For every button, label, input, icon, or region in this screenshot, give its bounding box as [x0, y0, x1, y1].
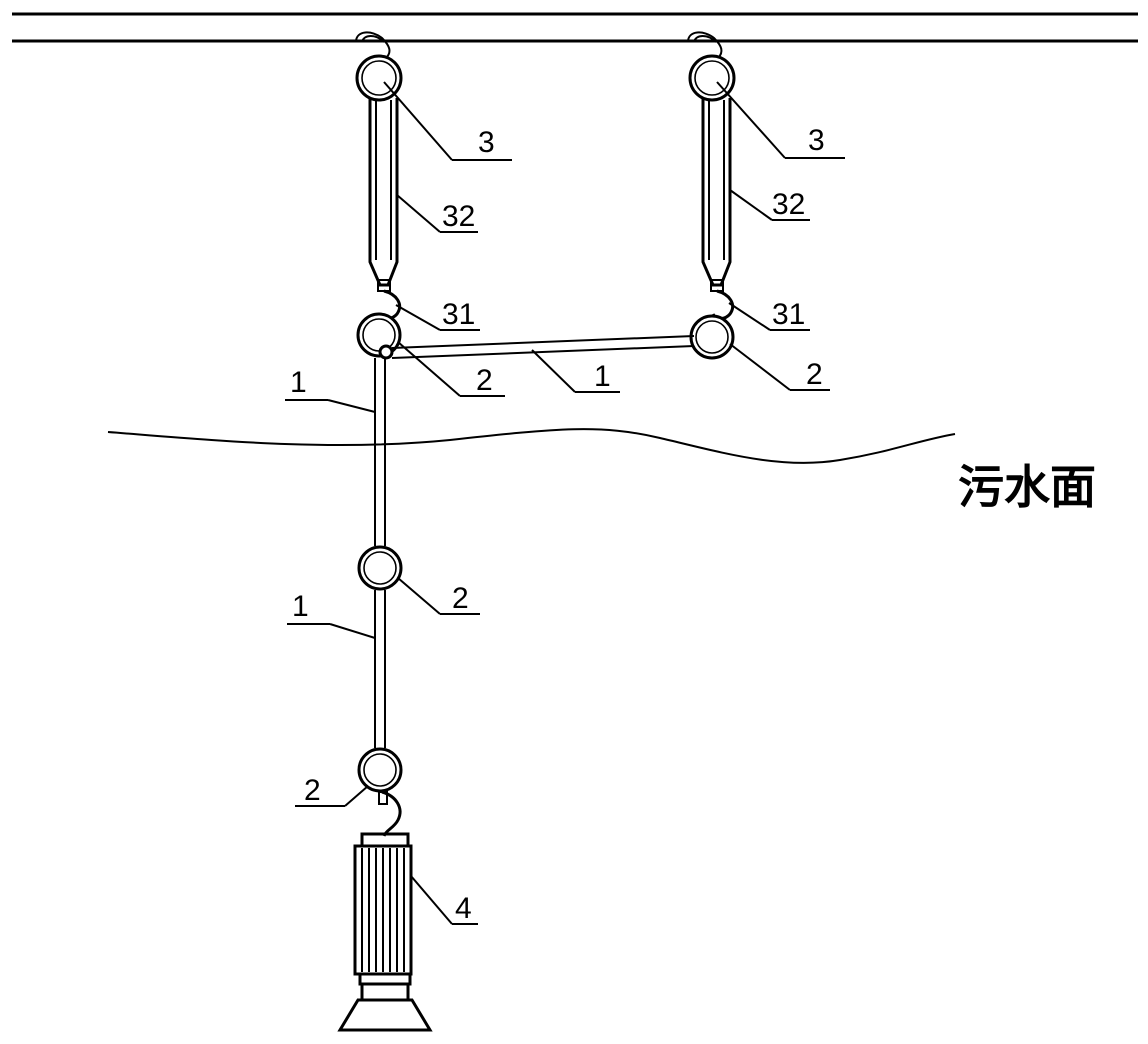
ring-top-right [689, 314, 735, 360]
right-hoist-hook [711, 289, 735, 320]
label-hoist-right: 32 [772, 188, 805, 221]
ring-bottom [357, 747, 403, 793]
left-hoist-assembly [355, 31, 403, 360]
label-ring-bottom: 2 [304, 774, 321, 807]
label-ring-middle: 2 [452, 582, 469, 615]
water-surface-label: 污水面 [958, 460, 1096, 514]
label-chain-horizontal: 1 [594, 360, 611, 393]
label-hook-pulley-left: 3 [478, 126, 495, 159]
left-hoist-body [368, 98, 399, 287]
label-pump: 4 [455, 892, 472, 925]
chain-upper-vertical [374, 358, 386, 546]
chain-joint [378, 344, 394, 360]
chain-lower-vertical [374, 590, 386, 748]
label-hook-pulley-right: 3 [808, 124, 825, 157]
right-rail-hook [687, 31, 723, 59]
label-hoist-left: 32 [442, 200, 475, 233]
left-rail-hook [355, 31, 391, 59]
label-ring-top-right: 2 [806, 358, 823, 391]
label-ring-top-left: 2 [476, 364, 493, 397]
ceiling-rail [12, 12, 1138, 43]
water-surface-line [107, 428, 956, 464]
chain-horizontal [391, 335, 695, 359]
submersible-pump [337, 790, 433, 1032]
label-chain-lower-vertical: 1 [292, 590, 309, 623]
right-hoist-assembly [687, 31, 736, 360]
right-hoist-body [701, 98, 732, 287]
label-hook-right: 31 [772, 298, 805, 331]
ring-middle [357, 545, 403, 591]
label-hook-left: 31 [442, 298, 475, 331]
label-chain-upper-vertical: 1 [290, 366, 307, 399]
